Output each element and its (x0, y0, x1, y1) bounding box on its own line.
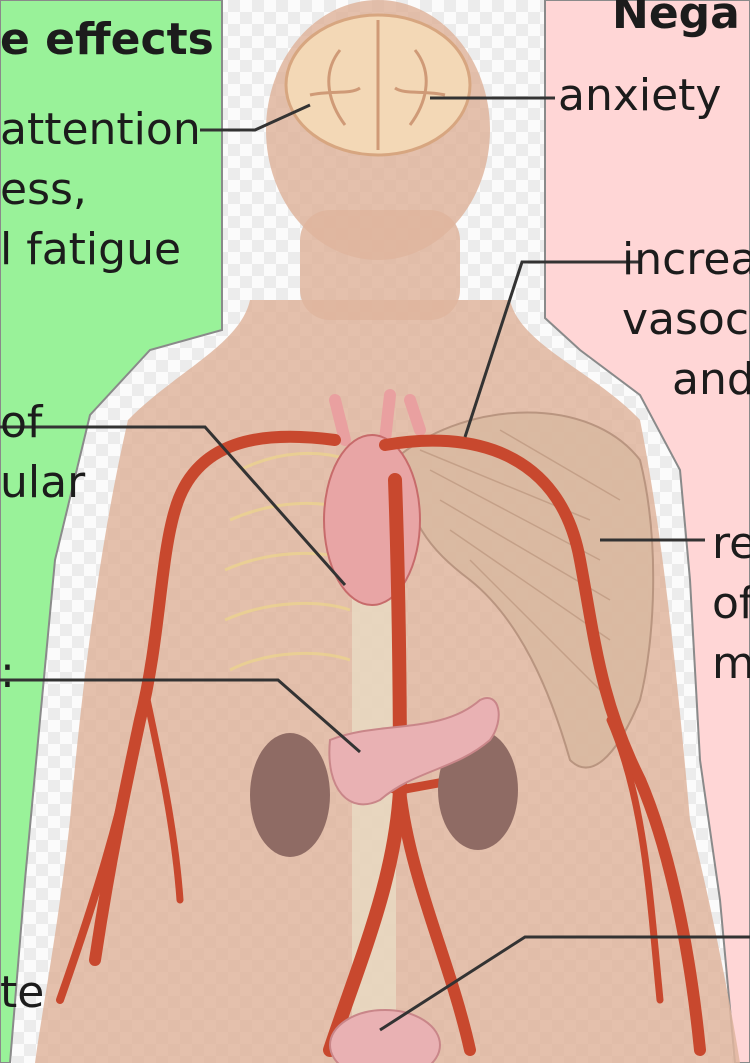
left-heading: e effects (0, 12, 214, 68)
right-label-anxiety: anxiety (558, 68, 721, 124)
left-label-fatigue: l fatigue (0, 222, 181, 278)
left-label-of: of (0, 395, 42, 451)
left-label-colon: : (0, 645, 15, 701)
right-label-and: and (672, 352, 750, 408)
left-label-ular: ular (0, 455, 85, 511)
left-label-te: te (0, 965, 44, 1021)
right-label-vasoc: vasoc (622, 292, 749, 348)
right-label-of: of (712, 576, 750, 632)
left-label-attention: attention (0, 102, 201, 158)
left-label-ess: ess, (0, 162, 87, 218)
right-label-increa: increa (622, 232, 750, 288)
right-label-m: m (712, 636, 750, 692)
brain (286, 15, 470, 155)
right-heading: Nega (612, 0, 740, 42)
right-label-re: re (712, 516, 750, 572)
